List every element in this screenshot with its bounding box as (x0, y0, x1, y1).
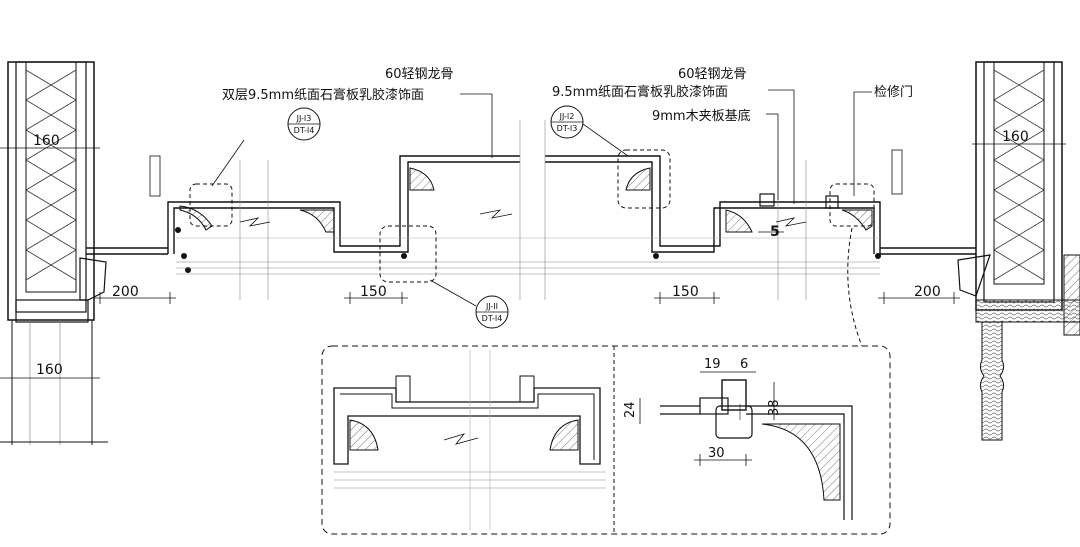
dim-gap: 5 (758, 224, 784, 240)
callout-top: JJ-II (485, 302, 498, 311)
annotation-text: 双层9.5mm纸面石膏板乳胶漆饰面 (222, 87, 424, 103)
callout-bottom: DT-I4 (294, 126, 315, 135)
annotation-text: 9.5mm纸面石膏板乳胶漆饰面 (552, 84, 728, 100)
dim-label: 24 (623, 401, 638, 418)
dim-label: 150 (672, 284, 699, 300)
annotation-text: 检修门 (874, 85, 913, 100)
dim-label: 150 (360, 284, 387, 300)
annotation-board-right: 9.5mm纸面石膏板乳胶漆饰面 (552, 84, 795, 204)
dim-label: 6 (740, 357, 748, 372)
callout-circle: JJ-II DT-I4 (429, 279, 509, 329)
annotation-text: 60轻钢龙骨 (678, 67, 747, 82)
annotation-access-door: 检修门 (853, 85, 913, 196)
detail-right (660, 379, 853, 520)
dim-detail-6: 6 (730, 357, 756, 373)
left-wall (0, 61, 108, 445)
dim-label: 38 (767, 399, 782, 416)
dim-label: 160 (36, 362, 63, 378)
ceiling-profile (86, 120, 976, 300)
dim-step-right: 150 (654, 284, 720, 304)
dim-label: 19 (704, 357, 721, 372)
callout-top: JJ-I2 (559, 112, 575, 121)
dim-label: 160 (1002, 129, 1029, 145)
callout-top: JJ-I3 (296, 114, 312, 123)
dim-span-right: 200 (878, 284, 960, 304)
dim-label: 200 (112, 284, 139, 300)
annotation-text: 9mm木夹板基底 (652, 108, 751, 124)
dim-wall-left-bottom: 160 (0, 362, 100, 384)
dim-detail-19: 19 (700, 357, 730, 373)
annotation-text: 60轻钢龙骨 (385, 67, 454, 82)
dim-label: 5 (770, 224, 780, 240)
insulation-pattern (993, 69, 1045, 281)
callout-circle: JJ-I3 DT-I4 (211, 107, 321, 187)
callout-bottom: DT-I3 (557, 124, 578, 133)
dim-wall-right-top: 160 (972, 129, 1066, 150)
annotation-plywood: 9mm木夹板基底 (652, 108, 779, 200)
insulation-pattern (25, 69, 77, 281)
annotation-board-left: 双层9.5mm纸面石膏板乳胶漆饰面 (222, 87, 493, 158)
dim-label: 30 (708, 446, 725, 461)
dim-span-left: 200 (94, 284, 176, 304)
dim-label: 200 (914, 284, 941, 300)
annotation-keel-right: 60轻钢龙骨 (678, 67, 747, 82)
callout-bottom: DT-I4 (482, 314, 503, 323)
dim-wall-left-top: 160 (0, 133, 100, 154)
dim-detail-38: 38 (767, 382, 782, 420)
callout-circle: JJ-I2 DT-I3 (550, 105, 629, 157)
dim-detail-30: 30 (694, 446, 752, 466)
detail-left (333, 350, 606, 530)
right-wall (957, 61, 1080, 441)
annotation-keel-left: 60轻钢龙骨 (385, 67, 454, 82)
dim-step-left: 150 (344, 284, 408, 304)
callout-boxes (189, 149, 875, 283)
dim-detail-24: 24 (623, 398, 641, 424)
dim-label: 160 (33, 133, 60, 149)
detail-panel: 19 6 24 38 30 (321, 345, 891, 535)
